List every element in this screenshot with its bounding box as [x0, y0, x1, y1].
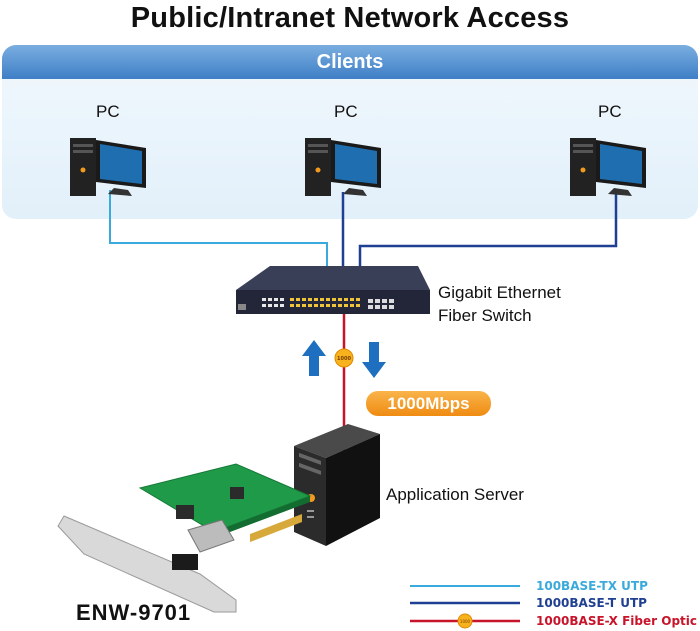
switch-label-line1: Gigabit Ethernet	[438, 283, 561, 302]
legend-label-1000base-t: 1000BASE-T UTP	[536, 596, 647, 610]
legend-fiber-marker-text: 1000	[460, 619, 471, 624]
server-label: Application Server	[386, 485, 524, 504]
pc-label-left: PC	[96, 102, 120, 121]
pc-icon	[570, 138, 646, 196]
legend-label-100base-tx: 100BASE-TX UTP	[536, 579, 648, 593]
page-title: Public/Intranet Network Access	[130, 2, 570, 34]
speed-badge: 1000Mbps	[366, 391, 491, 416]
arrow-down-icon	[362, 342, 386, 378]
fiber-marker-icon	[334, 348, 354, 368]
nic-card-icon	[57, 463, 312, 613]
switch-icon	[236, 266, 430, 314]
switch-label-line2: Fiber Switch	[438, 306, 532, 325]
link-1000base-t-right	[358, 190, 618, 268]
pc-label-center: PC	[334, 102, 358, 121]
pc-label-right: PC	[598, 102, 622, 121]
link-100base-tx-left	[109, 190, 328, 268]
switch-label: Gigabit Ethernet Fiber Switch	[438, 281, 561, 327]
arrow-up-icon	[302, 340, 326, 376]
pc-icon	[70, 138, 146, 196]
server-icon	[294, 424, 380, 546]
legend-fiber-marker-icon	[457, 613, 473, 629]
product-name: ENW-9701	[76, 600, 192, 625]
fiber-marker-text: 1000	[337, 356, 351, 362]
clients-header: Clients	[2, 45, 698, 79]
pc-icon	[305, 138, 381, 196]
legend-label-fiber: 1000BASE-X Fiber Optic	[536, 614, 697, 628]
